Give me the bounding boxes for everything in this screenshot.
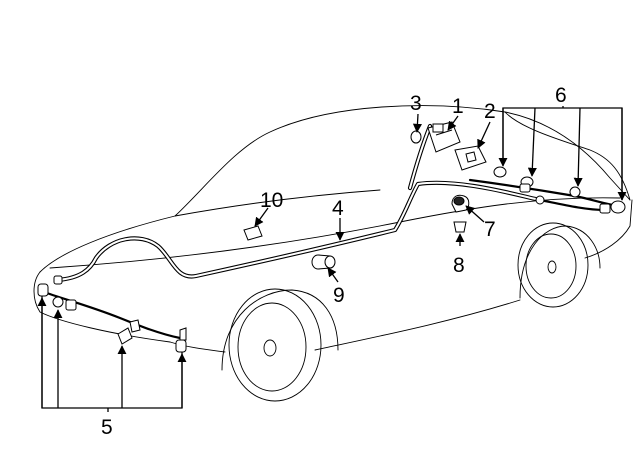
side-sensor-unit (311, 254, 336, 270)
rear-sensors (493, 166, 626, 214)
harness-connector (243, 225, 263, 241)
callout-9: 9 (333, 284, 345, 307)
rear-sensor-unit (451, 194, 470, 213)
callout-3: 3 (410, 92, 422, 115)
callout-5: 5 (101, 416, 113, 439)
control-module (427, 121, 461, 153)
rear-wheel (517, 222, 589, 308)
front-wheel (228, 288, 322, 402)
main-wire-harness (55, 123, 543, 283)
clip-part (410, 130, 422, 144)
callout-7: 7 (484, 218, 496, 241)
callout-1: 1 (452, 95, 464, 118)
front-sensor-cable (42, 290, 182, 340)
front-sensors (37, 275, 187, 353)
module-bracket (454, 145, 487, 171)
callout-8: 8 (453, 254, 465, 277)
callout-2: 2 (484, 100, 496, 123)
callout-6: 6 (555, 84, 567, 107)
sensor-retainer (453, 221, 467, 233)
leader-lines (37, 106, 627, 412)
callout-10: 10 (260, 189, 283, 212)
callout-4: 4 (332, 197, 344, 220)
